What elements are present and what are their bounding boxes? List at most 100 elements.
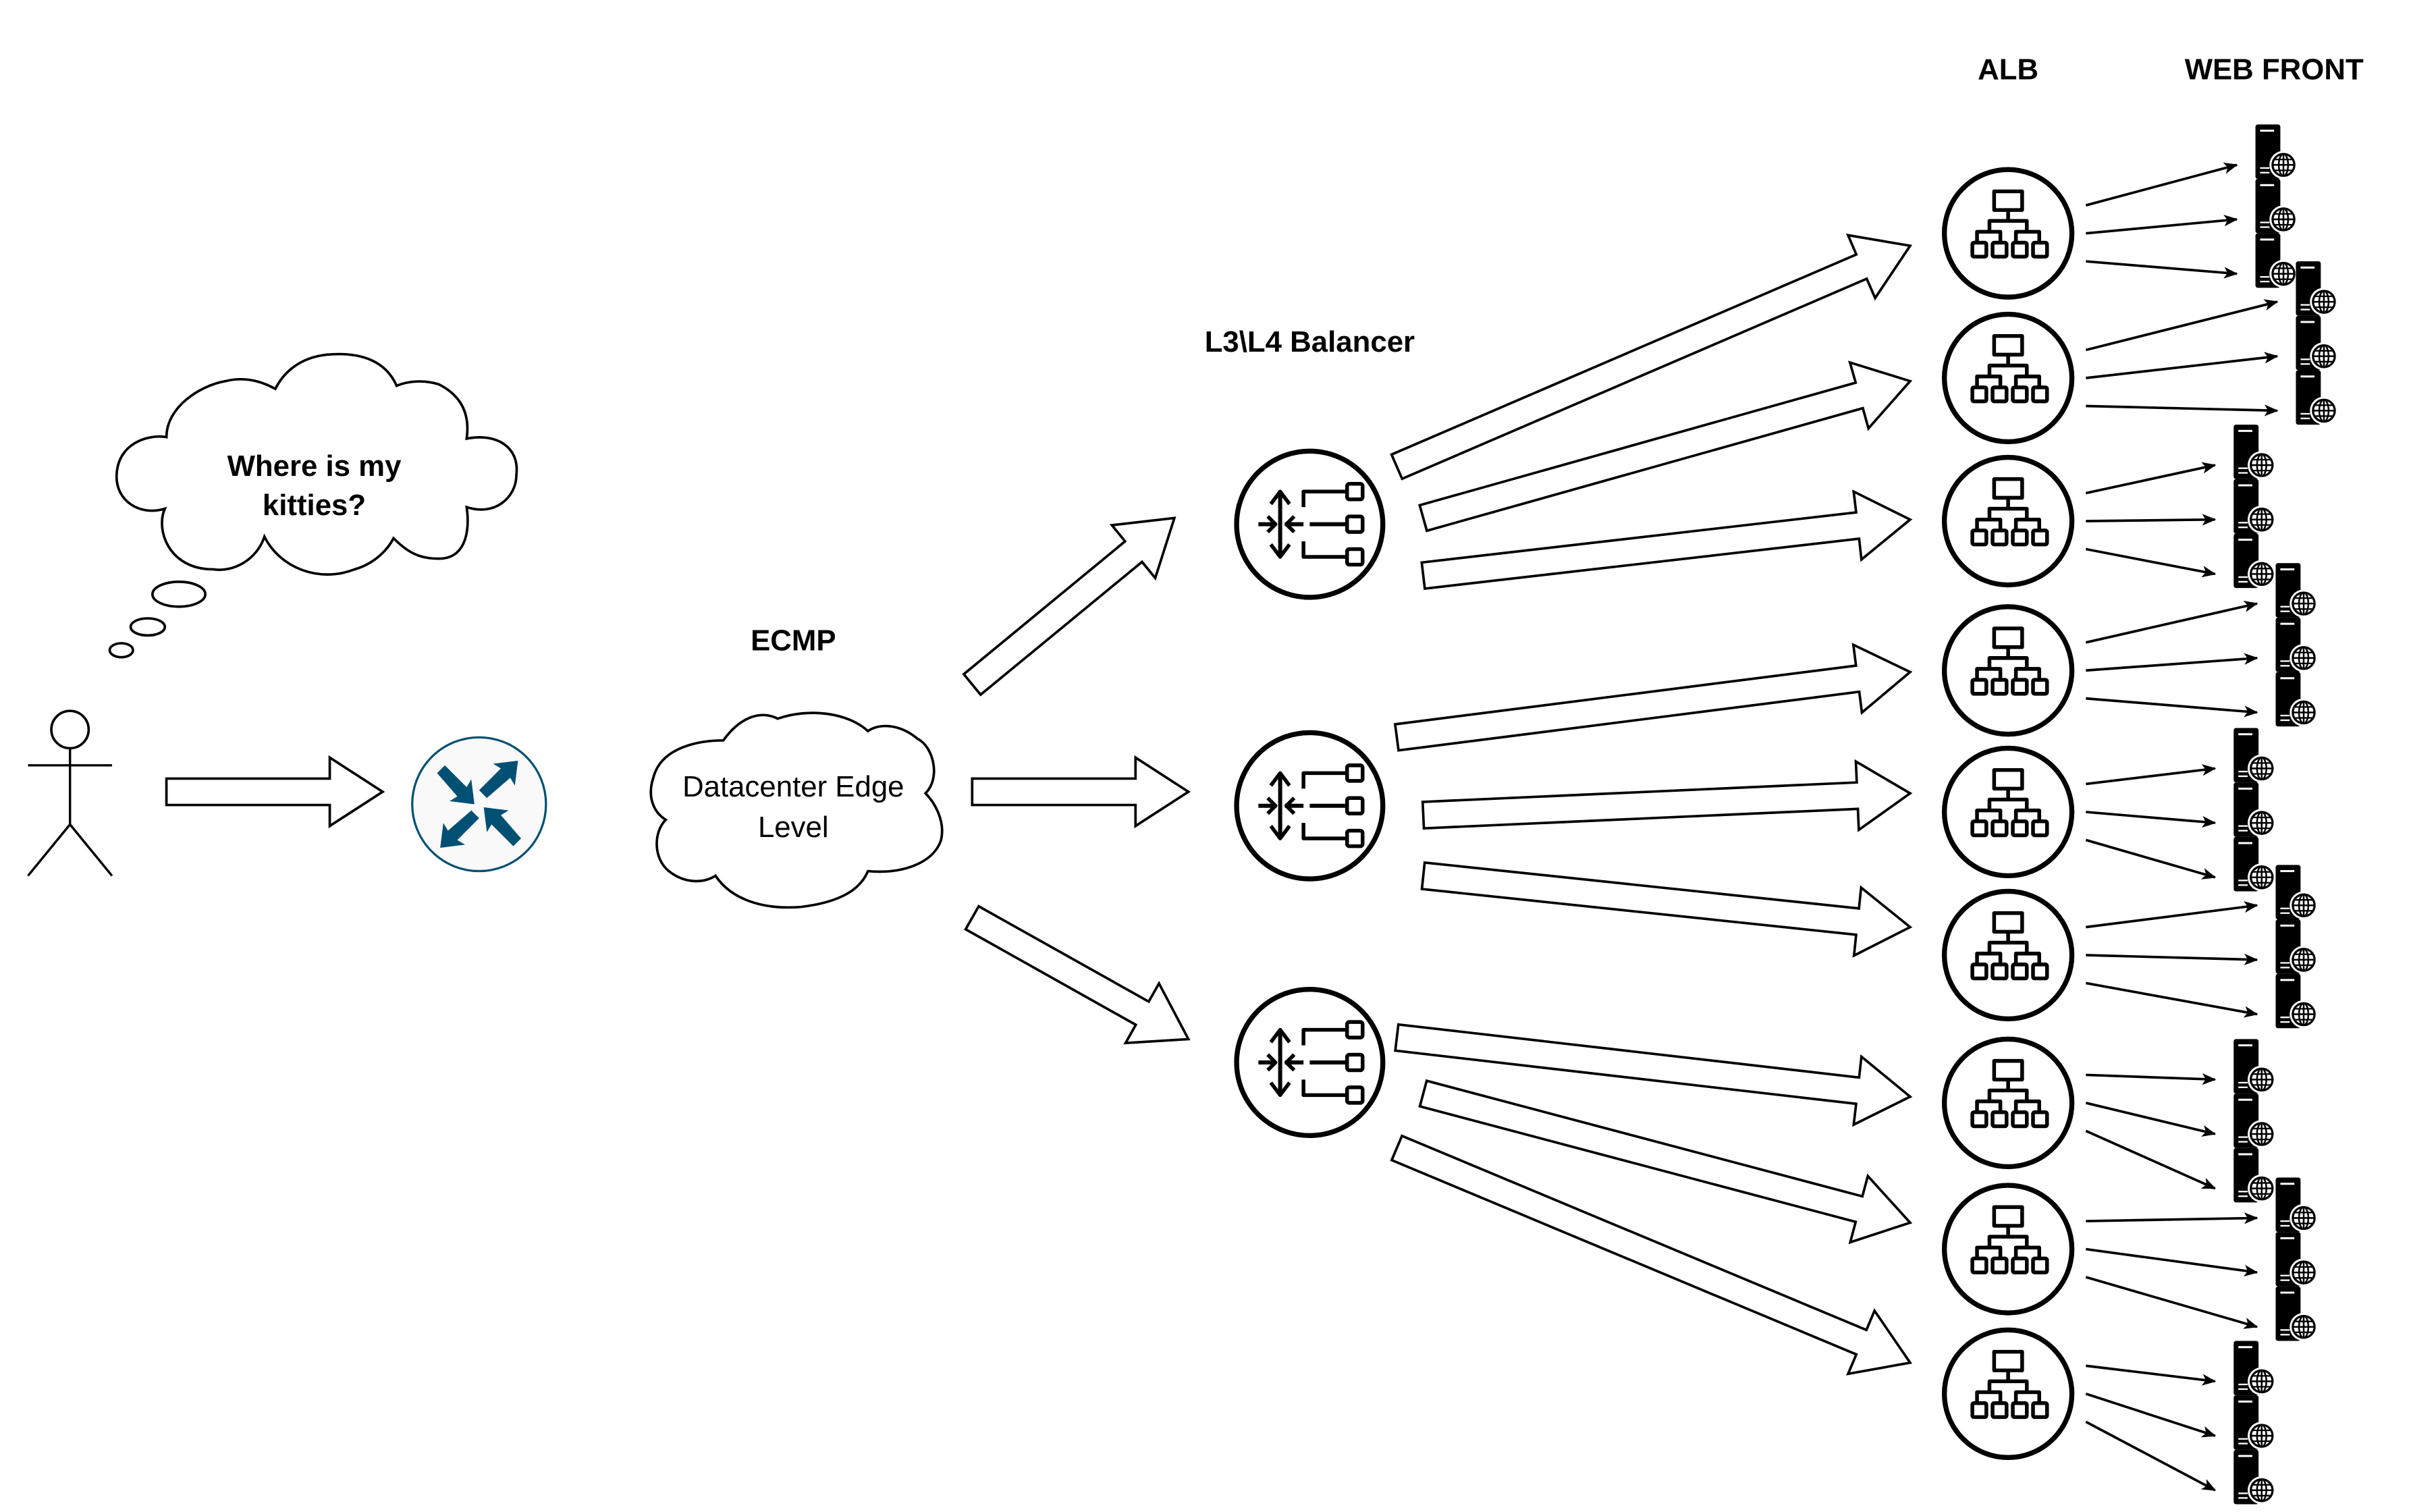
alb-circle: [1941, 745, 2075, 879]
web-server-21[interactable]: [2233, 1148, 2276, 1203]
web-server-27[interactable]: [2233, 1449, 2276, 1505]
web-server-1[interactable]: [2255, 124, 2298, 180]
alb-node-9[interactable]: [1941, 1327, 2075, 1461]
alb-circle: [1941, 1036, 2075, 1170]
block-arrow-l4-1-to-alb-2: [1418, 360, 1913, 533]
block-arrow-l4-1-to-alb-3: [1420, 489, 1913, 591]
web-server-22[interactable]: [2275, 1177, 2318, 1233]
alb-node-2[interactable]: [1941, 311, 2075, 445]
web-front-column: [2233, 124, 2338, 1505]
stick-figure-icon[interactable]: [27, 709, 113, 877]
web-server-20[interactable]: [2233, 1094, 2276, 1148]
arrow-alb-7-to-web-19: [2086, 1073, 2217, 1085]
alb-to-web-arrows: [2085, 162, 2279, 1492]
block-arrow-l4-2-to-alb-5: [1421, 759, 1913, 832]
arrow-alb-6-to-web-18: [2086, 981, 2258, 1018]
web-server-globe-icon: [2233, 1094, 2276, 1148]
block-arrow-l4-1-to-alb-1: [1390, 234, 1913, 481]
web-server-4[interactable]: [2296, 261, 2338, 316]
arrow-alb-3-to-web-8: [2086, 514, 2217, 526]
web-server-globe-icon: [2255, 124, 2298, 180]
web-server-6[interactable]: [2296, 370, 2338, 425]
web-server-16[interactable]: [2275, 865, 2318, 919]
alb-column: [1941, 167, 2075, 1461]
thought-dot-small: [108, 642, 134, 659]
web-server-15[interactable]: [2233, 836, 2276, 892]
l3l4-balancer-3[interactable]: [1234, 986, 1386, 1138]
arrow-alb-4-to-web-12: [2086, 697, 2258, 718]
web-server-25[interactable]: [2233, 1341, 2276, 1396]
arrow-alb-3-to-web-7: [2085, 462, 2217, 495]
network-load-balancer-icon: [1258, 481, 1365, 567]
router-circle: [411, 736, 547, 873]
alb-node-6[interactable]: [1941, 888, 2075, 1022]
web-server-26[interactable]: [2233, 1395, 2276, 1450]
block-arrow-l4-2-to-alb-6: [1420, 861, 1913, 958]
arrow-alb-4-to-web-10: [2085, 600, 2258, 644]
hierarchy-icon: [1970, 1205, 2049, 1274]
web-server-13[interactable]: [2233, 728, 2276, 783]
network-load-balancer-icon: [1258, 1020, 1365, 1105]
arrow-alb-7-to-web-20: [2085, 1102, 2217, 1137]
block-arrow-l4-3-to-alb-7: [1394, 1023, 1913, 1127]
alb-node-3[interactable]: [1941, 454, 2075, 588]
datacenter-edge-cloud[interactable]: Datacenter Edge Level: [649, 711, 944, 909]
alb-node-7[interactable]: [1941, 1036, 2075, 1170]
alb-node-8[interactable]: [1941, 1183, 2075, 1316]
web-server-12[interactable]: [2275, 672, 2318, 727]
alb-circle: [1941, 1183, 2075, 1316]
thought-text-line2: kitties?: [263, 489, 366, 522]
web-server-9[interactable]: [2233, 533, 2276, 589]
arrow-alb-9-to-web-25: [2086, 1364, 2217, 1386]
web-server-globe-icon: [2275, 1177, 2318, 1233]
web-server-5[interactable]: [2296, 315, 2338, 371]
thought-dot-large: [151, 580, 207, 608]
arrow-alb-2-to-web-6: [2086, 404, 2279, 416]
hierarchy-icon: [1970, 477, 2049, 547]
block-arrow-edge-to-l4-1: [962, 516, 1176, 697]
web-server-17[interactable]: [2275, 919, 2318, 974]
web-server-19[interactable]: [2233, 1039, 2276, 1094]
web-server-18[interactable]: [2275, 973, 2318, 1029]
block-arrow-l4-3-to-alb-8: [1418, 1079, 1913, 1245]
edge-cloud-shape: [649, 711, 944, 909]
hierarchy-icon: [1970, 767, 2049, 838]
thought-cloud-shape: [115, 352, 518, 576]
web-server-globe-icon: [2275, 865, 2318, 919]
hierarchy-icon: [1970, 1349, 2049, 1420]
web-server-globe-icon: [2233, 479, 2276, 534]
arrow-alb-7-to-web-21: [2085, 1129, 2217, 1190]
alb-node-5[interactable]: [1941, 745, 2075, 879]
web-server-globe-icon: [2296, 370, 2338, 425]
web-server-globe-icon: [2233, 1148, 2276, 1203]
web-server-23[interactable]: [2275, 1232, 2318, 1287]
web-server-globe-icon: [2275, 919, 2318, 974]
web-front-header: WEB FRONT: [2185, 53, 2364, 86]
arrow-alb-4-to-web-11: [2086, 653, 2258, 672]
web-server-globe-icon: [2255, 179, 2298, 234]
web-server-2[interactable]: [2255, 179, 2298, 234]
thought-bubble: Where is my kitties?: [108, 352, 518, 659]
web-server-globe-icon: [2275, 1232, 2318, 1287]
web-server-3[interactable]: [2255, 233, 2298, 288]
alb-node-1[interactable]: [1941, 167, 2075, 300]
web-server-7[interactable]: [2233, 425, 2276, 479]
alb-node-4[interactable]: [1941, 604, 2075, 737]
l3l4-balancer-header: L3\L4 Balancer: [1205, 325, 1415, 358]
arrow-alb-5-to-web-15: [2085, 838, 2217, 880]
edge-router[interactable]: [411, 736, 547, 873]
arrow-alb-3-to-web-9: [2086, 547, 2217, 578]
web-server-14[interactable]: [2233, 782, 2276, 837]
web-server-globe-icon: [2233, 425, 2276, 479]
web-server-11[interactable]: [2275, 617, 2318, 672]
l3l4-balancer-1[interactable]: [1234, 448, 1386, 600]
l3l4-balancer-2[interactable]: [1234, 730, 1386, 882]
web-server-8[interactable]: [2233, 479, 2276, 534]
thought-text-line1: Where is my: [227, 450, 402, 483]
edge-cloud-line2: Level: [758, 811, 829, 844]
web-server-24[interactable]: [2275, 1286, 2318, 1341]
web-server-globe-icon: [2296, 261, 2338, 316]
web-server-10[interactable]: [2275, 563, 2318, 618]
block-arrow-edge-to-l4-2: [971, 755, 1191, 829]
arrow-alb-8-to-web-22: [2086, 1212, 2258, 1224]
